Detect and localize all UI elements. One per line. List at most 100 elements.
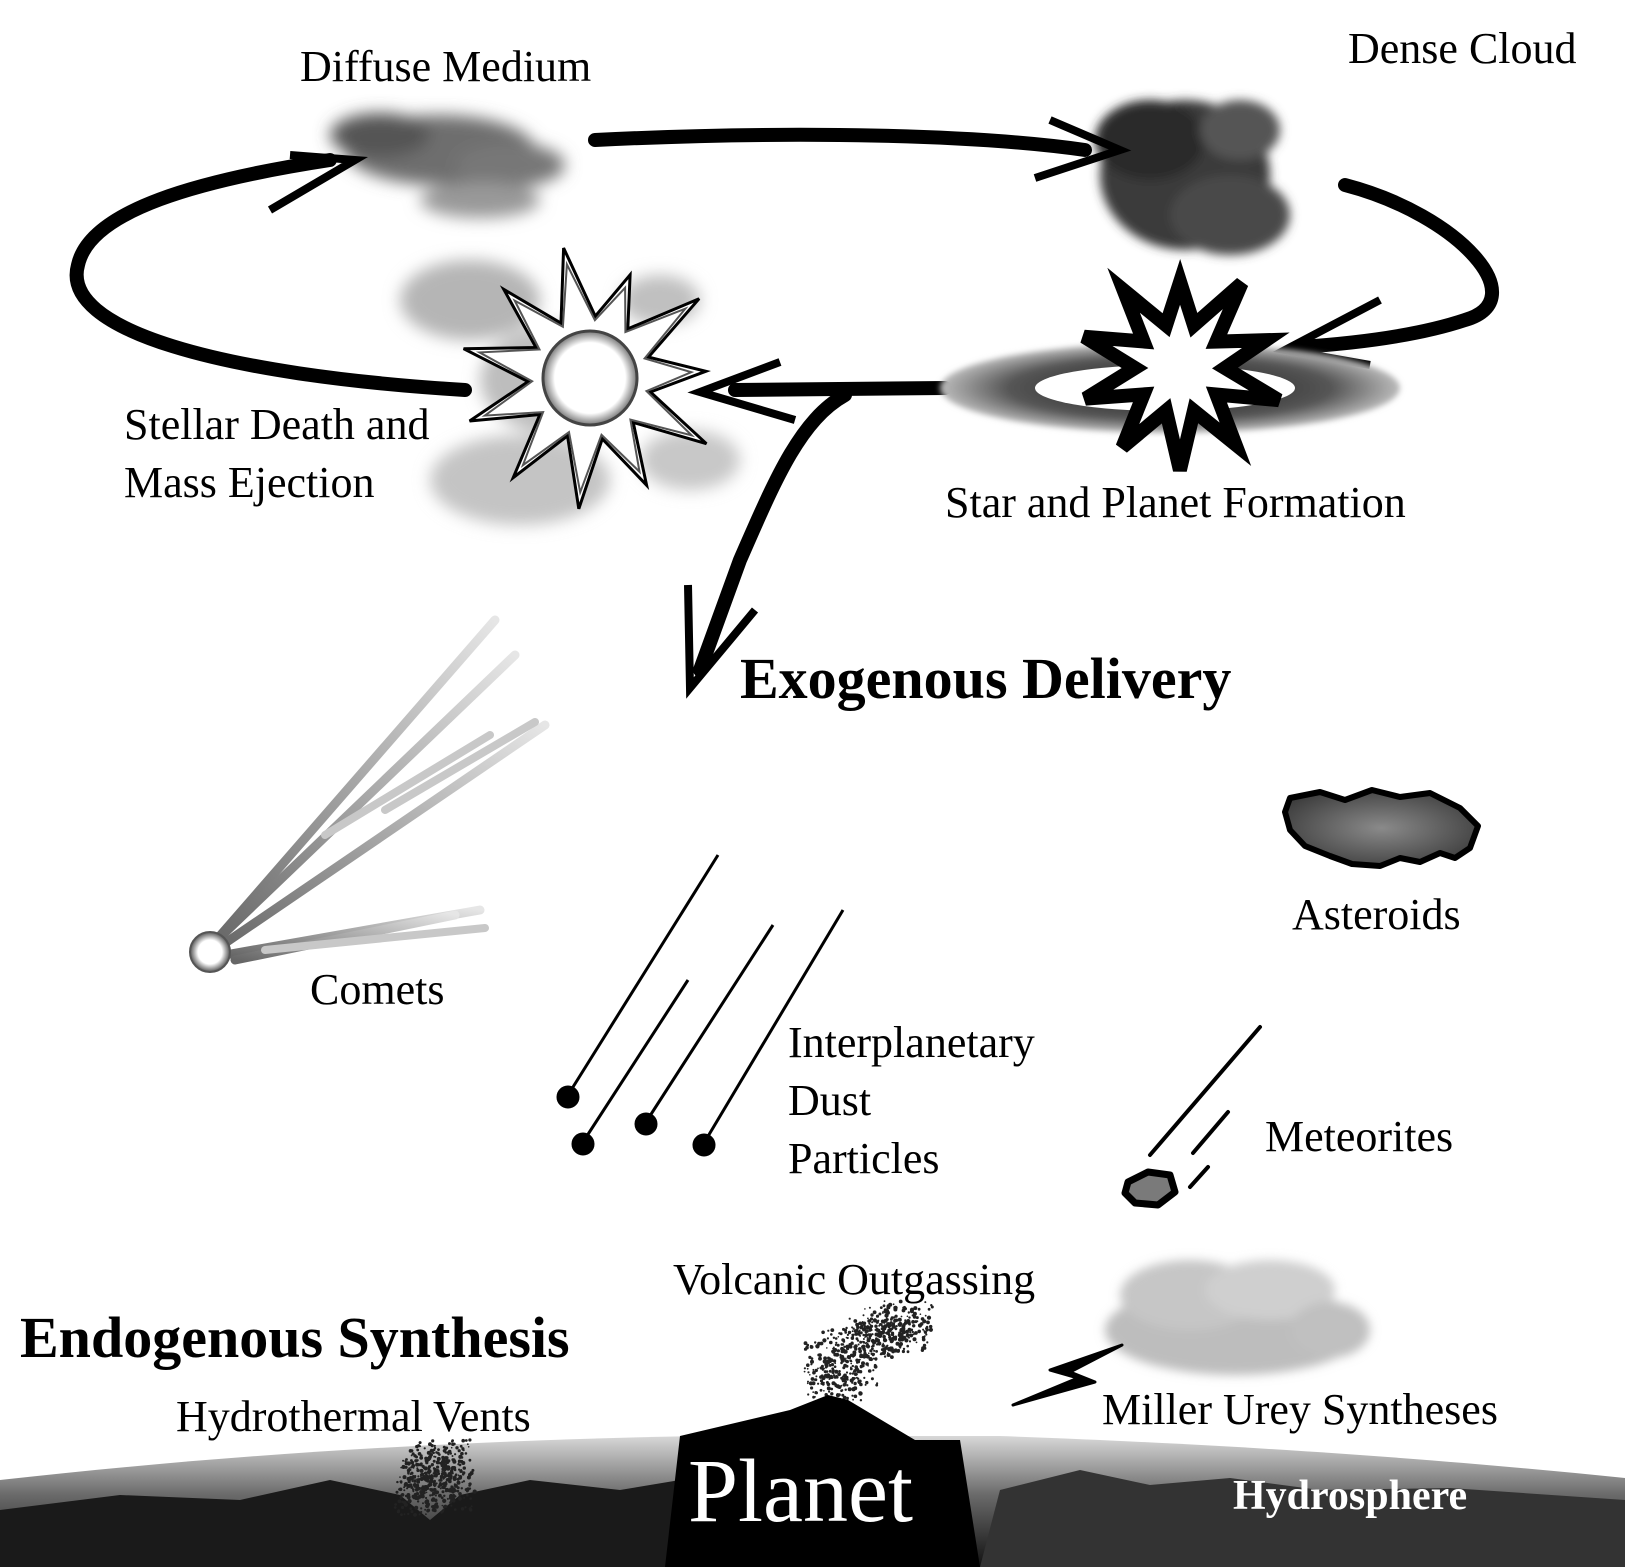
plume-speck	[885, 1317, 888, 1319]
plume-speck	[451, 1466, 455, 1470]
plume-speck	[828, 1390, 831, 1393]
plume-speck	[876, 1382, 879, 1385]
plume-speck	[416, 1480, 421, 1484]
plume-speck	[450, 1446, 453, 1449]
plume-speck	[891, 1339, 894, 1343]
plume-speck	[900, 1315, 903, 1318]
plume-speck	[926, 1341, 929, 1344]
plume-speck	[429, 1484, 431, 1486]
plume-speck	[818, 1356, 822, 1361]
hydrosphere-label: Hydrosphere	[1233, 1473, 1468, 1519]
plume-speck	[464, 1506, 467, 1509]
plume-speck	[401, 1505, 405, 1510]
plume-speck	[900, 1329, 904, 1332]
plume-speck	[851, 1353, 856, 1358]
plume-speck	[410, 1486, 414, 1489]
plume-speck	[928, 1327, 934, 1332]
plume-speck	[874, 1332, 879, 1337]
plume-speck	[828, 1357, 832, 1361]
plume-speck	[919, 1313, 922, 1315]
plume-speck	[427, 1469, 431, 1474]
plume-speck	[887, 1347, 891, 1351]
plume-speck	[892, 1348, 895, 1350]
plume-speck	[883, 1355, 887, 1358]
plume-speck	[890, 1355, 894, 1359]
plume-speck	[420, 1472, 425, 1477]
plume-speck	[835, 1385, 838, 1388]
plume-speck	[406, 1476, 411, 1481]
plume-speck	[814, 1341, 817, 1344]
plume-speck	[419, 1468, 424, 1473]
plume-speck	[883, 1318, 888, 1323]
plume-speck	[822, 1359, 827, 1364]
plume-speck	[420, 1475, 422, 1478]
plume-speck	[912, 1311, 917, 1316]
plume-speck	[856, 1360, 861, 1364]
plume-speck	[835, 1341, 838, 1344]
plume-speck	[444, 1465, 448, 1469]
plume-speck	[438, 1453, 441, 1456]
plume-speck	[886, 1347, 888, 1350]
plume-speck	[913, 1306, 918, 1311]
plume-speck	[891, 1322, 896, 1326]
plume-speck	[867, 1317, 869, 1320]
plume-speck	[866, 1338, 871, 1343]
plume-speck	[876, 1328, 881, 1333]
plume-speck	[841, 1389, 844, 1392]
plume-speck	[427, 1456, 432, 1461]
plume-speck	[829, 1340, 833, 1345]
plume-speck	[810, 1386, 814, 1390]
plume-speck	[880, 1319, 885, 1324]
plume-speck	[425, 1513, 427, 1516]
plume-speck	[822, 1381, 825, 1384]
plume-speck	[826, 1360, 831, 1365]
plume-speck	[860, 1366, 862, 1369]
plume-speck	[433, 1508, 437, 1513]
plume-speck	[886, 1353, 891, 1357]
plume-speck	[460, 1487, 463, 1490]
plume-speck	[461, 1461, 466, 1465]
plume-speck	[428, 1480, 433, 1484]
plume-speck	[458, 1454, 463, 1459]
plume-speck	[433, 1444, 436, 1447]
plume-speck	[449, 1474, 453, 1478]
plume-speck	[393, 1506, 397, 1509]
plume-speck	[415, 1459, 419, 1462]
plume-speck	[849, 1367, 853, 1371]
plume-speck	[811, 1381, 816, 1386]
plume-speck	[458, 1492, 462, 1496]
plume-speck	[814, 1378, 818, 1382]
plume-speck	[852, 1334, 855, 1337]
plume-speck	[427, 1466, 430, 1469]
plume-speck	[840, 1358, 845, 1363]
plume-speck	[430, 1476, 434, 1480]
plume-speck	[869, 1349, 873, 1353]
plume-speck	[399, 1480, 402, 1483]
plume-speck	[803, 1370, 806, 1373]
plume-speck	[832, 1359, 837, 1363]
plume-speck	[911, 1330, 915, 1334]
plume-speck	[883, 1310, 888, 1314]
star-planet-formation-label: Star and Planet Formation	[945, 478, 1406, 527]
plume-speck	[438, 1482, 443, 1487]
plume-speck	[410, 1510, 414, 1514]
plume-speck	[809, 1345, 814, 1349]
plume-speck	[875, 1343, 879, 1346]
plume-speck	[846, 1336, 849, 1340]
plume-speck	[452, 1493, 455, 1496]
plume-speck	[407, 1480, 411, 1484]
hydrothermal-vent-plume	[393, 1438, 477, 1517]
plume-speck	[832, 1347, 835, 1351]
plume-speck	[830, 1392, 834, 1396]
plume-speck	[417, 1475, 420, 1478]
meteorite	[1121, 1025, 1262, 1209]
plume-speck	[803, 1367, 807, 1370]
plume-speck	[435, 1469, 440, 1473]
plume-speck	[806, 1382, 809, 1385]
plume-speck	[924, 1301, 927, 1304]
plume-speck	[449, 1487, 452, 1491]
lightning-bolt-icon	[1011, 1343, 1124, 1407]
plume-speck	[466, 1493, 469, 1497]
plume-speck	[411, 1480, 414, 1483]
plume-speck	[862, 1355, 866, 1359]
